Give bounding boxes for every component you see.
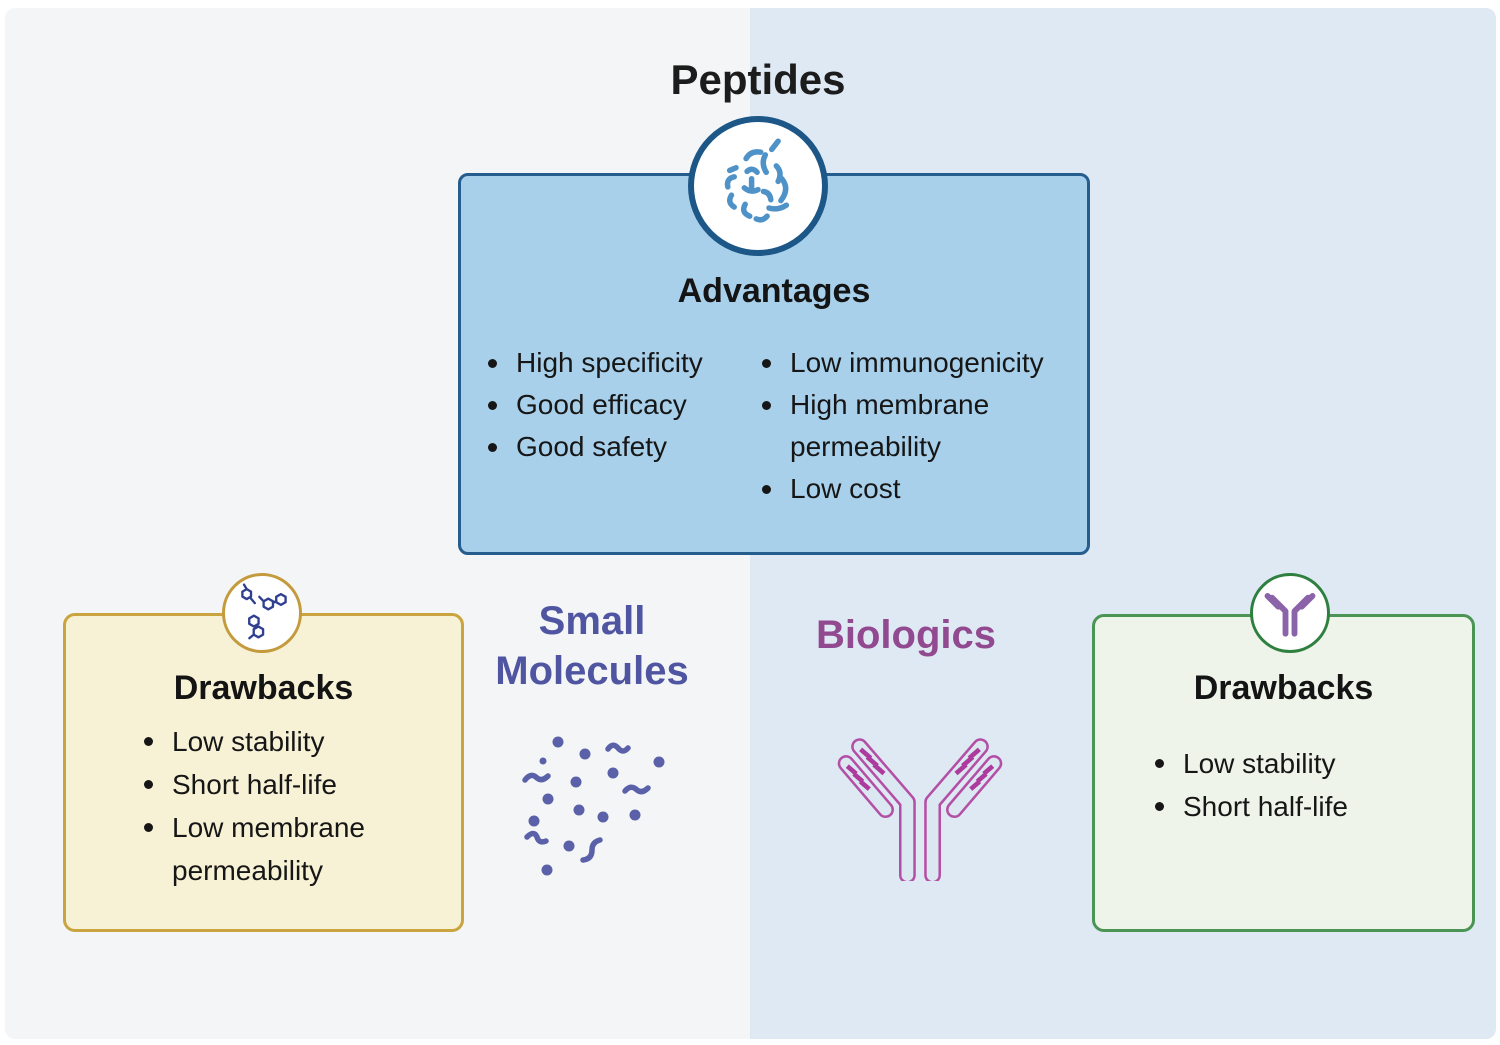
bullet-dot (488, 443, 497, 452)
list-item: Low stability (144, 720, 409, 763)
list-item: High specificity (488, 342, 738, 384)
antibody-icon (1254, 577, 1326, 649)
small-molecules-label: Small Molecules (495, 599, 689, 693)
advantages-title: Advantages (677, 272, 871, 310)
molecule-structure-icon (226, 577, 298, 649)
bullet-dot (1155, 759, 1164, 768)
biologics-drawbacks-list: Low stability Short half-life (1155, 742, 1435, 828)
biologic-circle-badge (1250, 573, 1330, 653)
list-item: High membrane permeability (762, 384, 1062, 468)
small-molecules-drawbacks-list: Low stability Short half-life Low membra… (144, 720, 409, 892)
peptide-structure-icon (694, 122, 822, 250)
list-item: Good efficacy (488, 384, 738, 426)
bullet-dot (488, 359, 497, 368)
bullet-dot (762, 401, 771, 410)
bullet-dot (762, 359, 771, 368)
bullet-dot (144, 737, 153, 746)
list-item: Low immunogenicity (762, 342, 1062, 384)
list-item: Low membrane permeability (144, 806, 409, 892)
bullet-dot (1155, 802, 1164, 811)
list-item: Low cost (762, 468, 1062, 510)
bullet-dot (488, 401, 497, 410)
small-molecules-illustration (505, 722, 705, 887)
page-title: Peptides (670, 56, 846, 103)
advantages-list-left: High specificity Good efficacy Good safe… (488, 342, 738, 468)
biologics-label: Biologics (815, 613, 997, 657)
bullet-dot (762, 485, 771, 494)
peptide-circle-badge (688, 116, 828, 256)
list-item: Short half-life (144, 763, 409, 806)
advantages-list-right: Low immunogenicity High membrane permeab… (762, 342, 1062, 510)
list-item: Short half-life (1155, 785, 1435, 828)
list-item: Low stability (1155, 742, 1435, 785)
bullet-dot (144, 823, 153, 832)
small-molecules-drawbacks-title: Drawbacks (173, 669, 354, 707)
small-molecule-circle-badge (222, 573, 302, 653)
bullet-dot (144, 780, 153, 789)
biologics-drawbacks-title: Drawbacks (1193, 669, 1374, 707)
antibody-illustration (836, 703, 1004, 881)
biologics-drawbacks-box (1092, 614, 1475, 932)
list-item: Good safety (488, 426, 738, 468)
